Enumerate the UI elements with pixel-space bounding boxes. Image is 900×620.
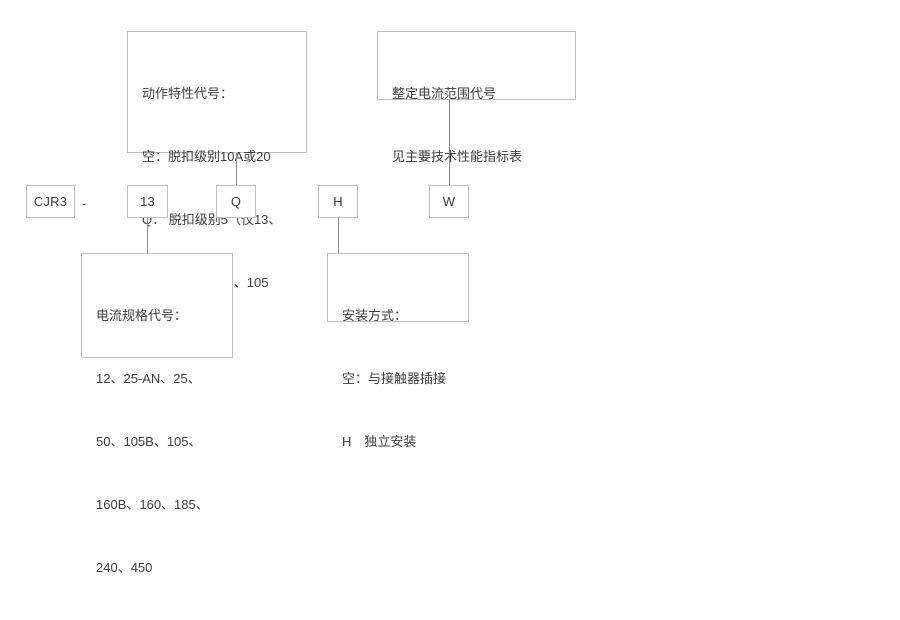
model-designation-diagram: 动作特性代号： 空：脱扣级别10A或20 Q： 脱扣级别5（仅13、 25-AN… xyxy=(26,31,576,575)
note-line: 安装方式： xyxy=(342,308,408,323)
code-box-mounting-method[interactable]: H xyxy=(318,185,358,218)
code-box-tripping-characteristic[interactable]: Q xyxy=(216,185,256,218)
note-line: 12、25-AN、25、 xyxy=(96,371,201,386)
note-line: 动作特性代号： xyxy=(142,86,234,101)
code-box-setting-current-range[interactable]: W xyxy=(429,185,469,218)
note-line: 电流规格代号： xyxy=(96,308,188,323)
note-line: 整定电流范围代号 xyxy=(392,86,497,101)
code-label: CJR3 xyxy=(33,194,68,209)
note-setting-current-range: 整定电流范围代号 见主要技术性能指标表 xyxy=(377,31,576,164)
code-label: H xyxy=(333,194,343,209)
note-line: 见主要技术性能指标表 xyxy=(392,149,523,164)
code-separator-dash: - xyxy=(82,196,87,211)
connector-setting-current-range xyxy=(449,100,450,185)
note-line: H 独立安装 xyxy=(342,434,417,449)
code-box-series[interactable]: CJR3 xyxy=(26,185,75,218)
note-tripping-characteristic: 动作特性代号： 空：脱扣级别10A或20 Q： 脱扣级别5（仅13、 25-AN… xyxy=(127,31,307,353)
connector-tripping-characteristic xyxy=(236,153,237,185)
note-mounting-method: 安装方式： 空：与接触器插接 H 独立安装 xyxy=(327,253,469,449)
code-label: Q xyxy=(230,194,242,209)
code-box-current-rating[interactable]: 13 xyxy=(127,185,168,218)
note-line: 160B、160、185、 xyxy=(96,497,209,512)
note-current-rating: 电流规格代号： 12、25-AN、25、 50、105B、105、 160B、1… xyxy=(81,253,233,575)
connector-current-rating xyxy=(147,218,148,253)
note-line: 240、450 xyxy=(96,560,153,575)
code-label: W xyxy=(442,194,456,209)
code-label: 13 xyxy=(140,194,155,209)
note-line: 空：脱扣级别10A或20 xyxy=(142,149,271,164)
connector-mounting-method xyxy=(338,218,339,253)
note-line: 50、105B、105、 xyxy=(96,434,202,449)
note-line: 空：与接触器插接 xyxy=(342,371,447,386)
